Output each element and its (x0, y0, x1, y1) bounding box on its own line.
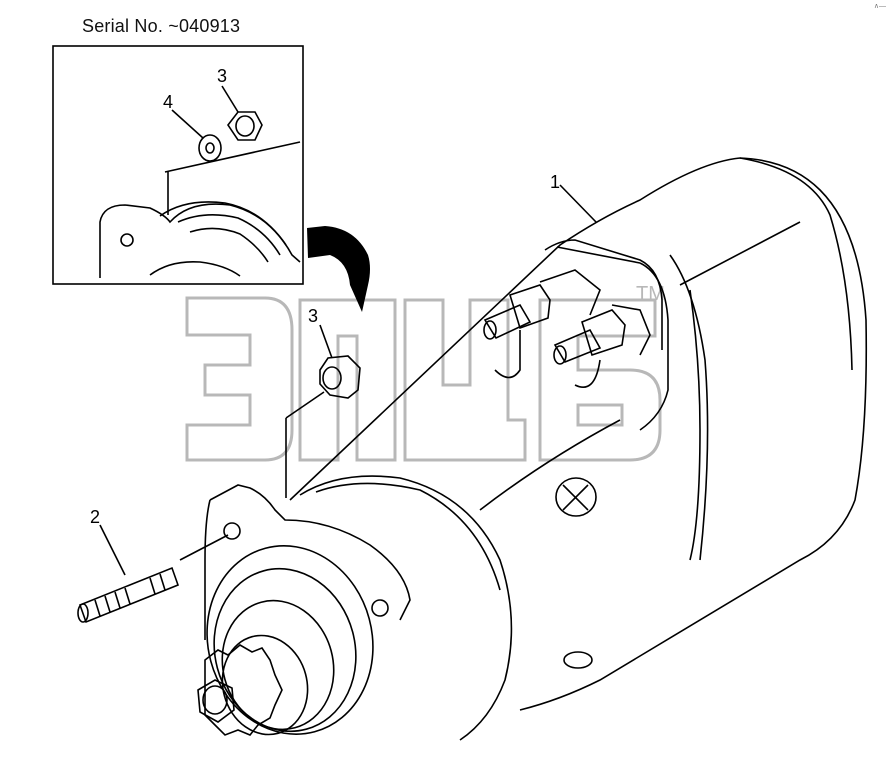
callout-3-inset: 3 (217, 66, 227, 86)
callout-2: 2 (90, 507, 100, 527)
starter-motor (77, 157, 868, 741)
callout-4: 4 (163, 92, 173, 112)
watermark-logo: TM (185, 283, 665, 462)
callout-1: 1 (550, 172, 560, 192)
corner-mark: ∧— (873, 3, 886, 10)
inset-detail (52, 45, 304, 285)
watermark-tm: TM (636, 283, 665, 305)
callout-arrow (307, 226, 370, 312)
serial-number-label: Serial No. ~040913 (82, 16, 241, 36)
callout-3-main: 3 (308, 306, 318, 326)
